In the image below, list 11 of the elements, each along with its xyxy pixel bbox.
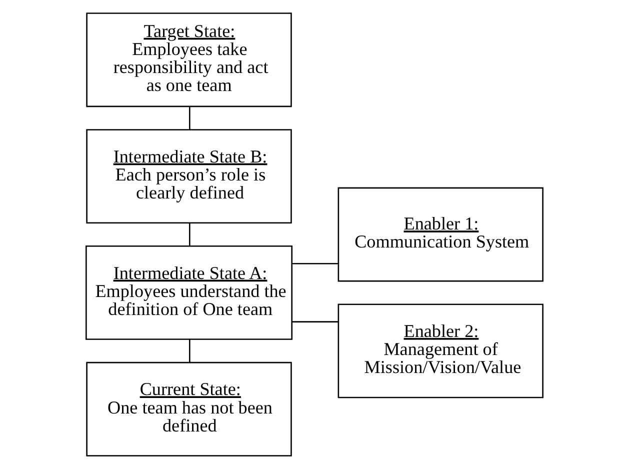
node-box: Enabler 2: Management of Mission/Vision/Value — [337, 304, 543, 398]
node-box: Intermediate State B: Each person’s role is clearly defined — [86, 129, 292, 224]
connector — [292, 262, 338, 264]
connector — [188, 339, 190, 362]
node-box: Target State: Employees take responsibility and act as one team — [86, 12, 292, 108]
connector — [188, 106, 190, 130]
node-box: Intermediate State A: Employees understand the definition of One team — [85, 246, 292, 340]
node-box: Current State: One team has not been defined — [86, 362, 292, 456]
connector — [292, 321, 338, 322]
node-box: Enabler 1: Communication System — [337, 187, 543, 282]
connector — [188, 222, 190, 246]
